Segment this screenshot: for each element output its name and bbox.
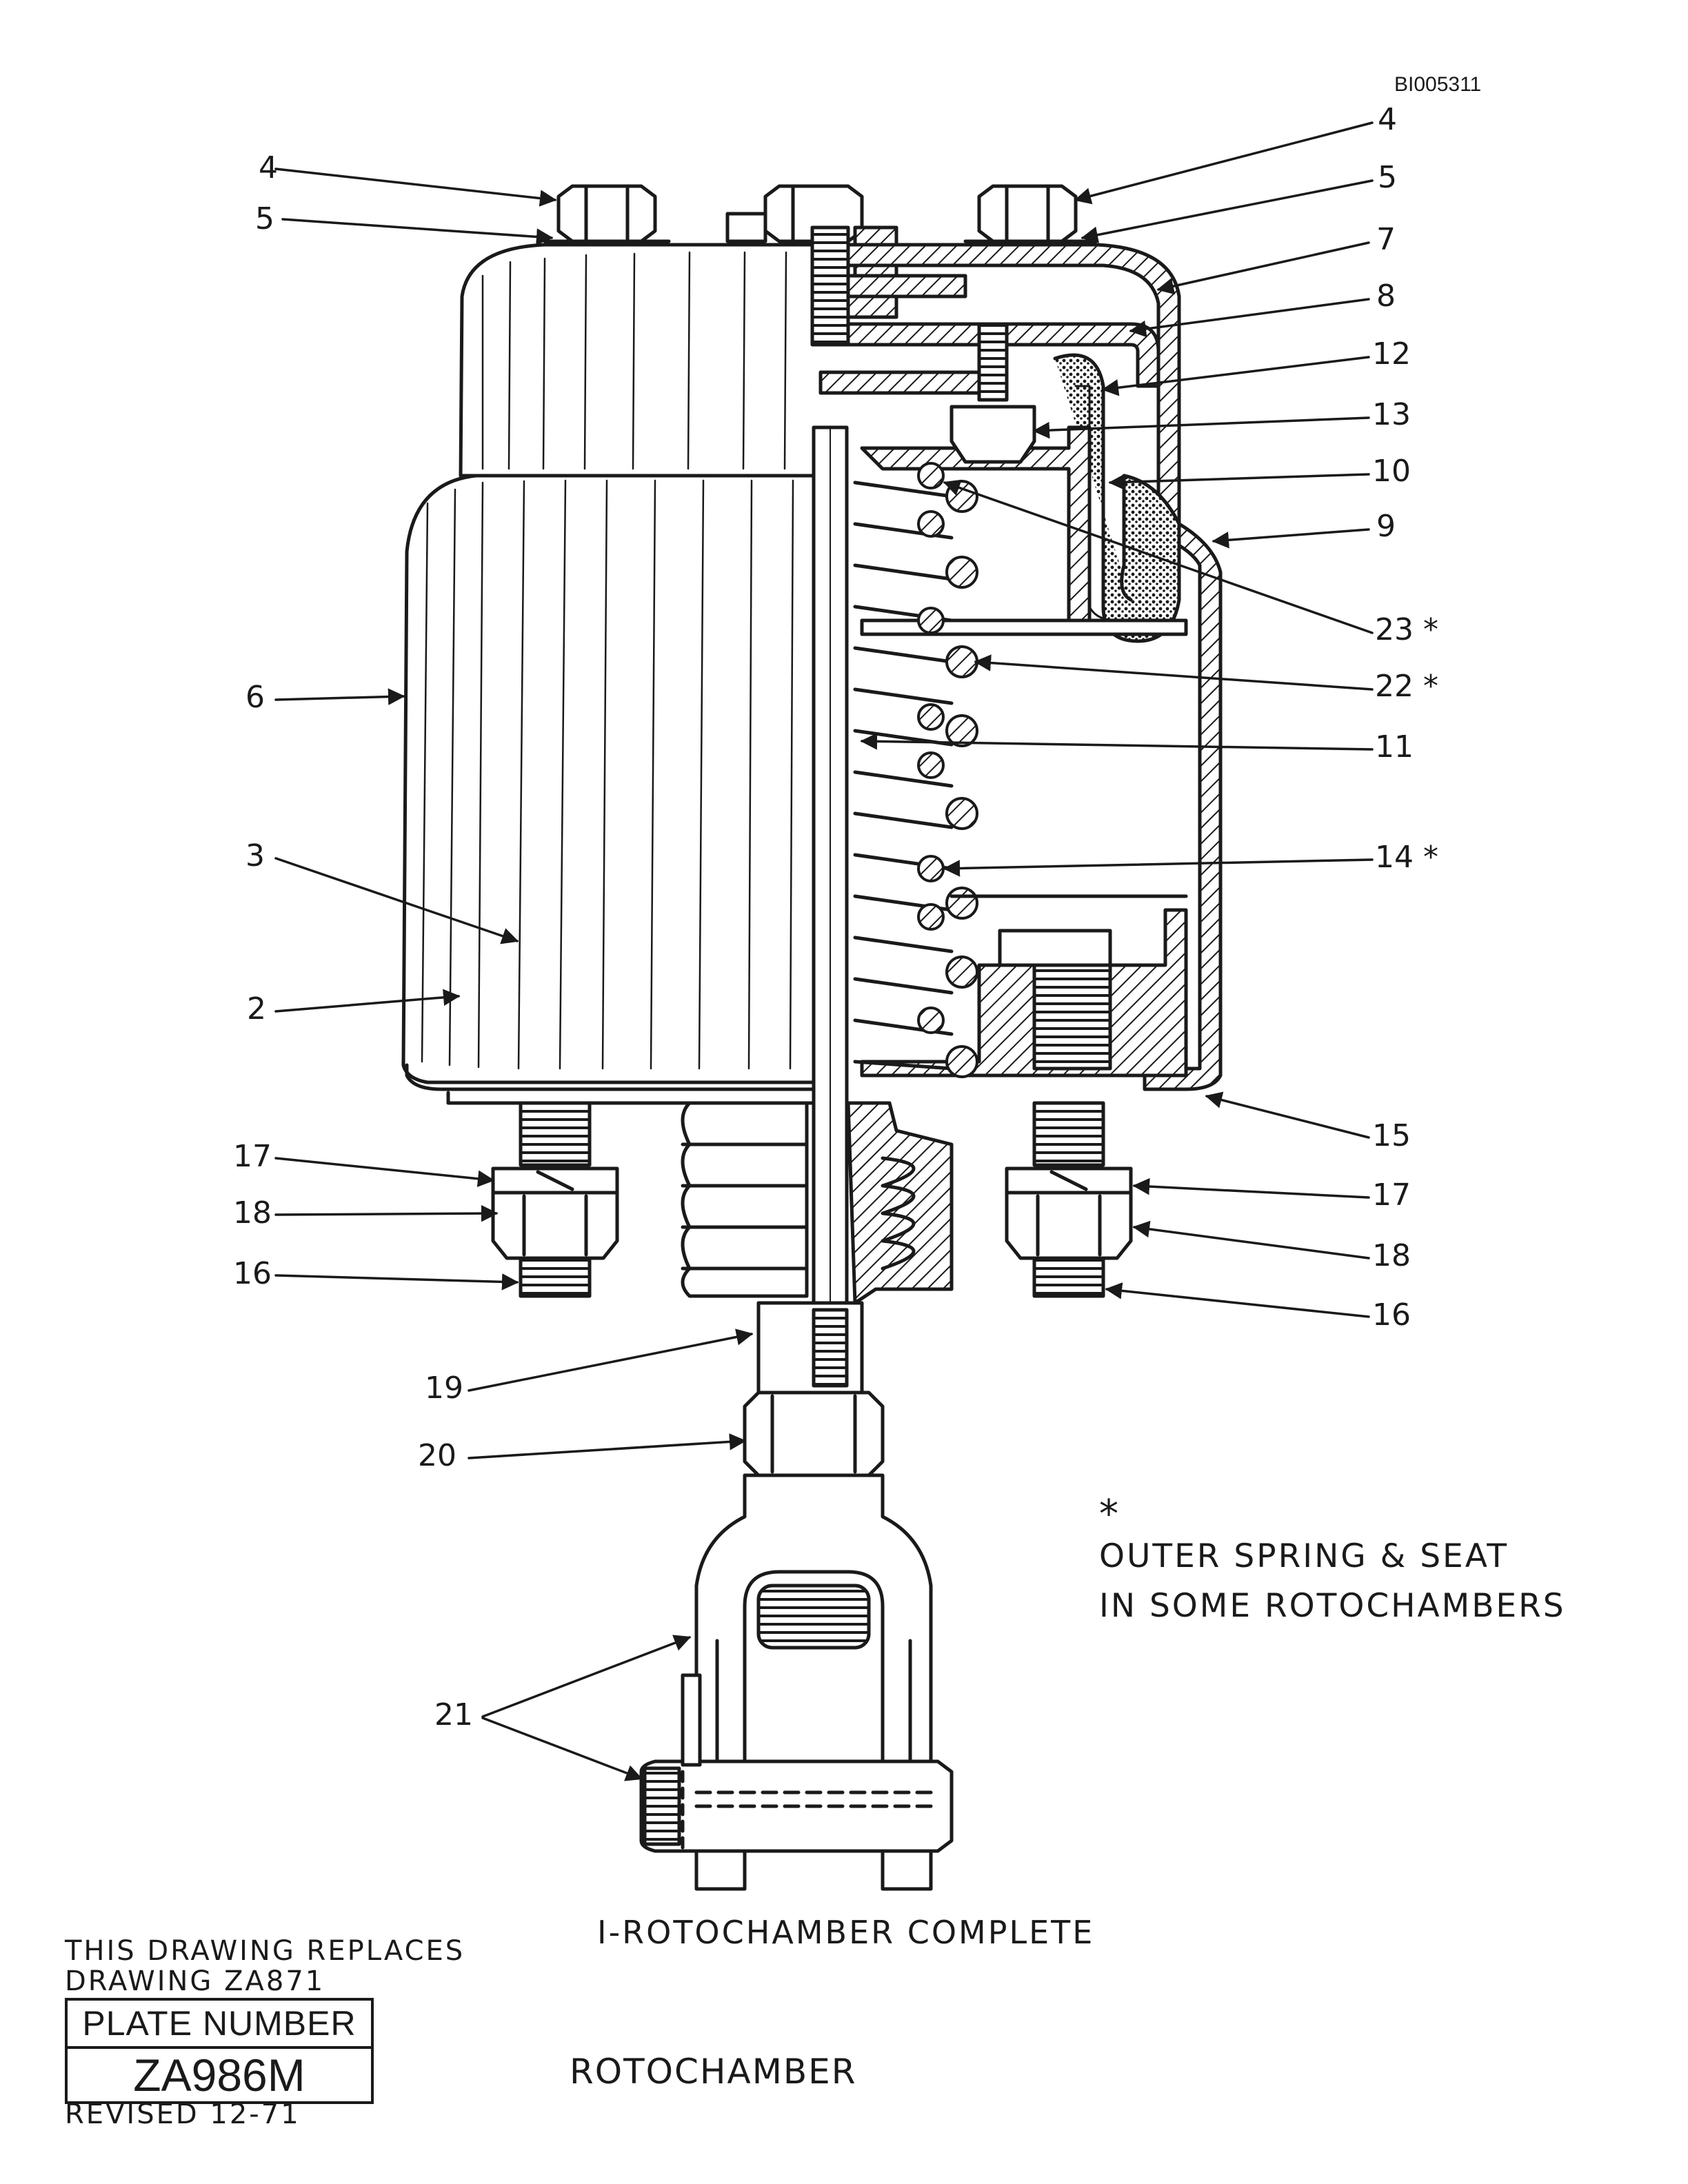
cutaway-section: [810, 225, 1223, 1381]
replacement-note-line-2: DRAWING ZA871: [65, 1965, 325, 1997]
top-bolt-left: [543, 184, 671, 243]
document-id: BI005311: [1394, 73, 1482, 96]
lower-housing: [401, 474, 816, 1105]
callout-17-right: 17: [1372, 1177, 1411, 1213]
callout-5-right: 5: [1378, 160, 1397, 195]
replacement-note: THIS DRAWING REPLACES DRAWING ZA871: [65, 1936, 465, 1996]
callout-7: 7: [1376, 222, 1396, 257]
callout-16-right: 16: [1372, 1297, 1411, 1333]
replacement-note-line-1: THIS DRAWING REPLACES: [65, 1935, 465, 1967]
callout-8: 8: [1376, 279, 1396, 314]
callout-18-right: 18: [1372, 1238, 1411, 1273]
callout-4-right: 4: [1378, 102, 1397, 137]
callout-21: 21: [434, 1697, 473, 1732]
callout-4-left: 4: [259, 150, 278, 185]
figure-caption: I-ROTOCHAMBER COMPLETE: [597, 1914, 1095, 1951]
revision-date: REVISED 12-71: [65, 2099, 301, 2130]
callout-22: 22 *: [1375, 669, 1438, 704]
plate-number-box: PLATE NUMBER ZA986M: [65, 1998, 374, 2104]
callout-3: 3: [245, 838, 265, 873]
footnote-line-2: IN SOME ROTOCHAMBERS: [1099, 1587, 1566, 1625]
callout-18-left: 18: [233, 1195, 272, 1231]
leader-lines: [274, 121, 1374, 1781]
return-spring: [853, 462, 978, 1078]
mounting-stud-right: [1005, 1101, 1133, 1298]
callout-5-left: 5: [255, 201, 274, 236]
top-bolt-right: [963, 184, 1098, 243]
callout-11: 11: [1375, 729, 1414, 765]
callout-10: 10: [1372, 454, 1411, 489]
callout-19: 19: [425, 1371, 463, 1406]
callout-20: 20: [418, 1438, 456, 1473]
callout-23: 23 *: [1375, 612, 1438, 647]
plate-number-value: ZA986M: [133, 2050, 305, 2101]
callout-2: 2: [247, 991, 266, 1027]
callout-14: 14 *: [1375, 840, 1438, 875]
callout-12: 12: [1372, 336, 1411, 372]
mounting-stud-left: [491, 1101, 619, 1298]
callout-16-left: 16: [233, 1256, 272, 1291]
footnote: * OUTER SPRING & SEAT IN SOME ROTOCHAMBE…: [1099, 1492, 1566, 1631]
callout-6: 6: [245, 680, 265, 715]
boot: [681, 1101, 954, 1305]
footnote-star: *: [1099, 1492, 1121, 1537]
upper-housing: [459, 243, 816, 478]
drawing-title: ROTOCHAMBER: [570, 2052, 857, 2092]
callout-13: 13: [1372, 397, 1411, 432]
callout-9: 9: [1376, 509, 1396, 544]
clevis: [639, 1301, 954, 1891]
callout-17-left: 17: [233, 1139, 272, 1174]
footnote-line-1: OUTER SPRING & SEAT: [1099, 1537, 1509, 1575]
plate-number-header: PLATE NUMBER: [68, 2001, 371, 2049]
callout-15: 15: [1372, 1118, 1411, 1153]
